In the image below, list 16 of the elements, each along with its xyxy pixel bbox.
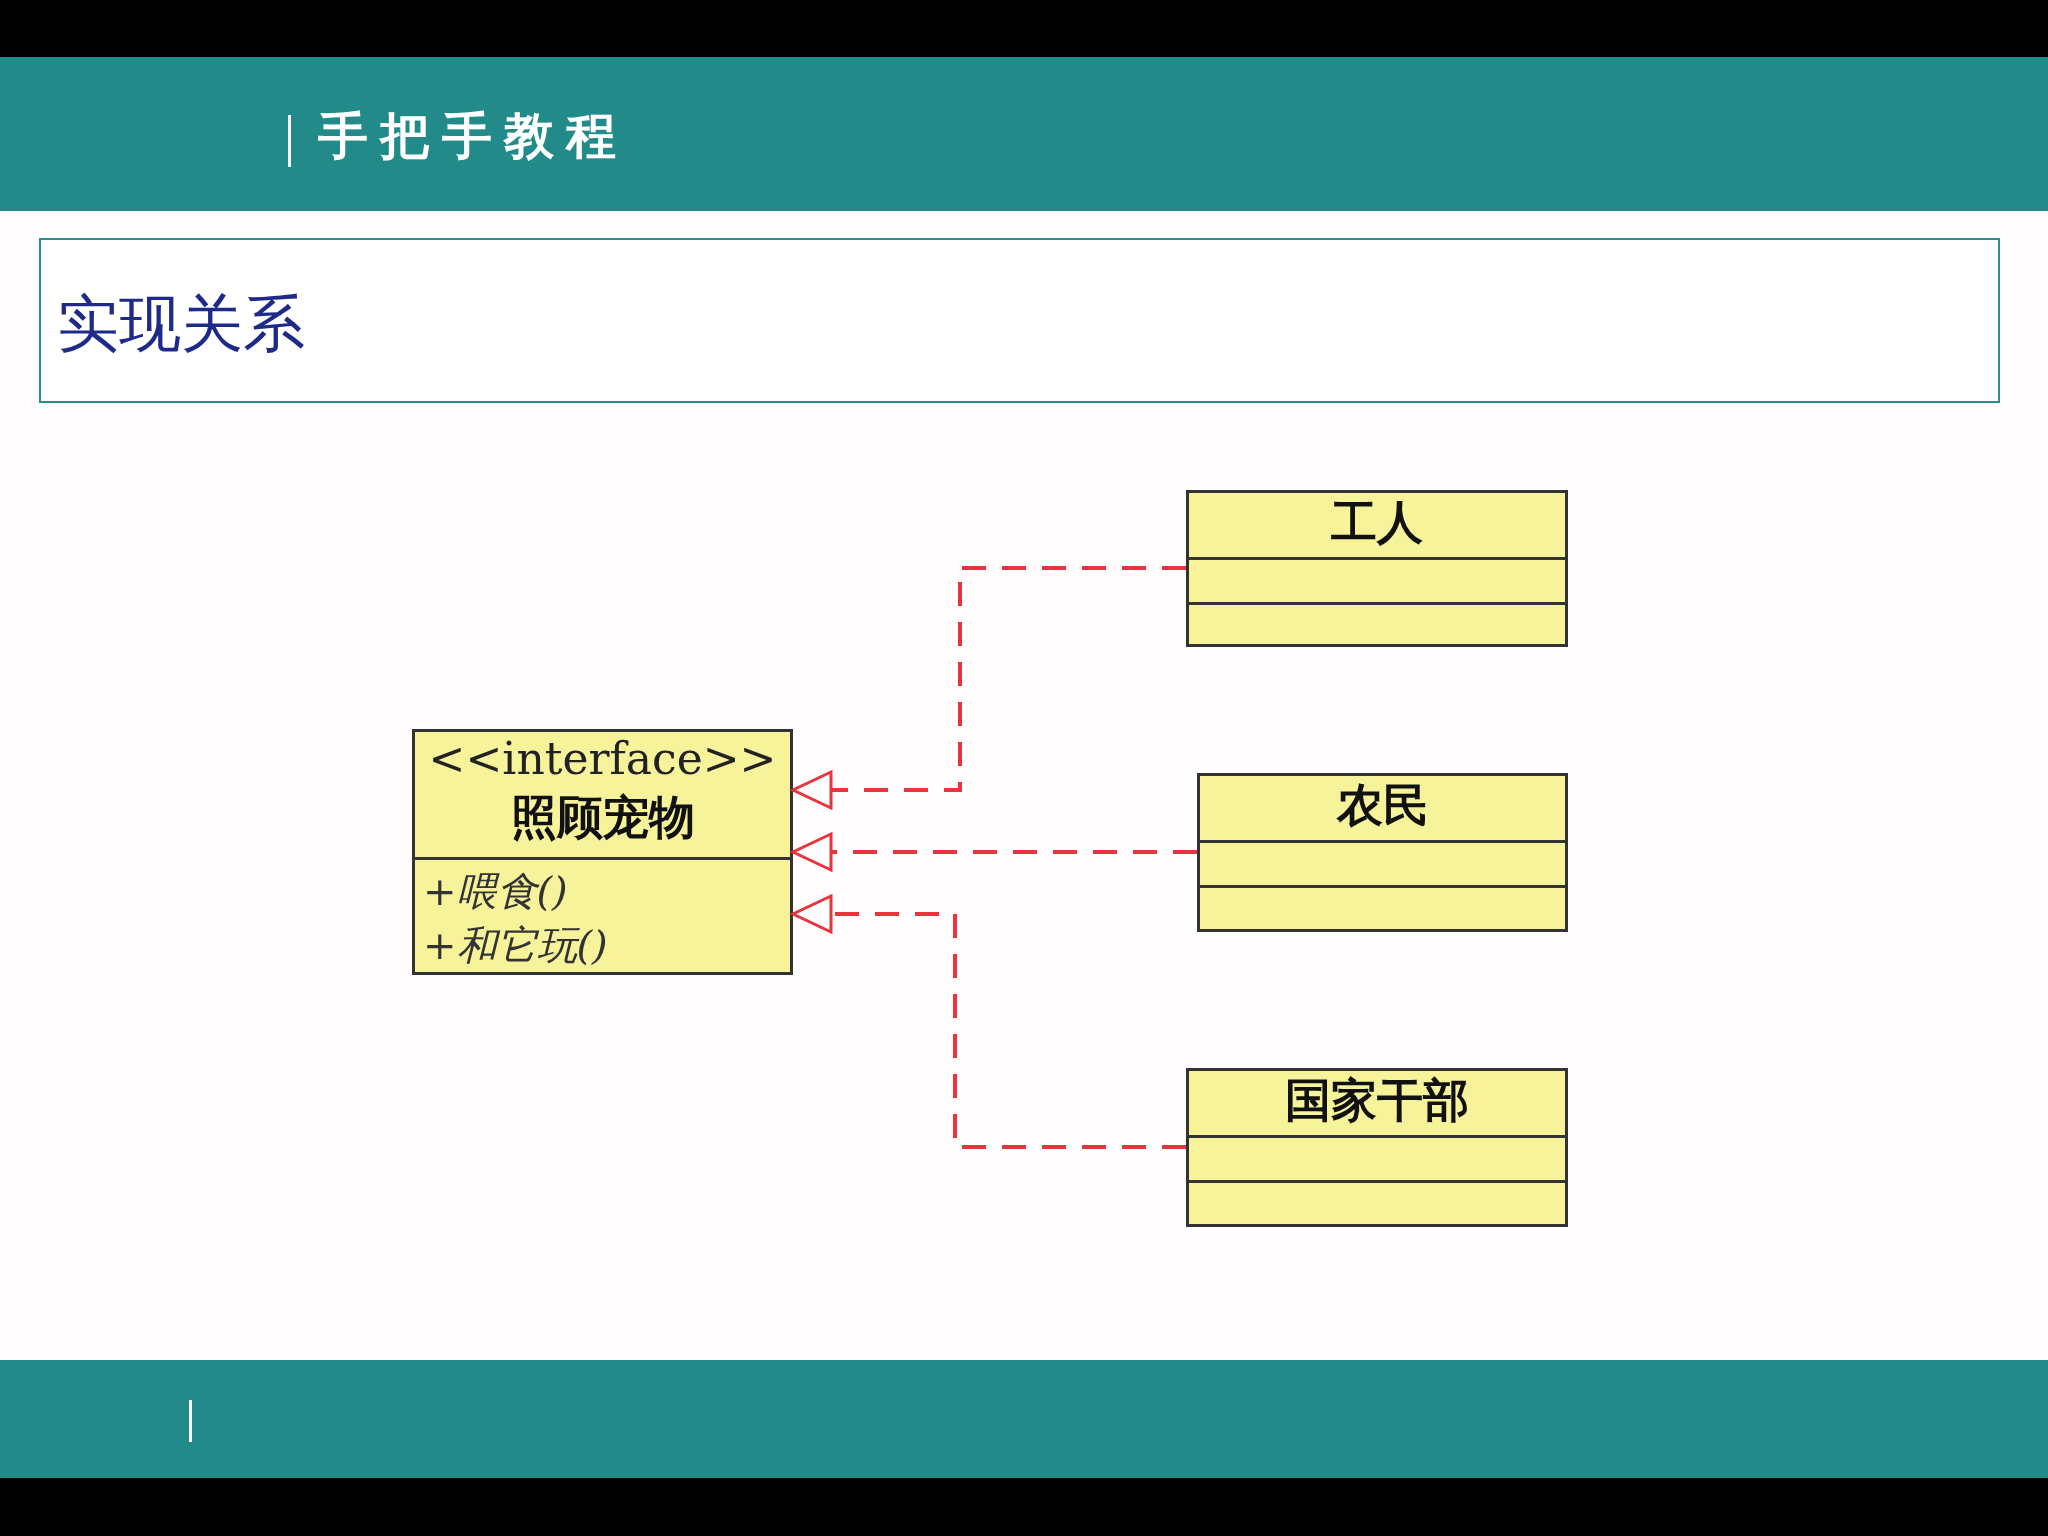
realization-arrow	[791, 566, 1186, 810]
method-text: +和它玩()	[423, 921, 609, 970]
class-box	[1186, 1068, 1568, 1227]
tagline-text: 手把手教程	[318, 106, 628, 167]
class-box	[1197, 773, 1568, 932]
title-text: 实现关系	[57, 286, 305, 362]
class-box	[412, 729, 793, 975]
method-text: +喂食()	[423, 867, 569, 916]
class-name: 国家干部	[1284, 1072, 1470, 1129]
stereotype-text: <<interface>>	[427, 732, 778, 786]
class-box	[1186, 490, 1568, 647]
realization-arrow	[791, 894, 1186, 1149]
class-name: 工人	[1330, 494, 1424, 551]
realization-arrow	[791, 832, 1197, 872]
class-name: 照顾宠物	[509, 789, 696, 846]
class-name: 农民	[1335, 777, 1430, 834]
